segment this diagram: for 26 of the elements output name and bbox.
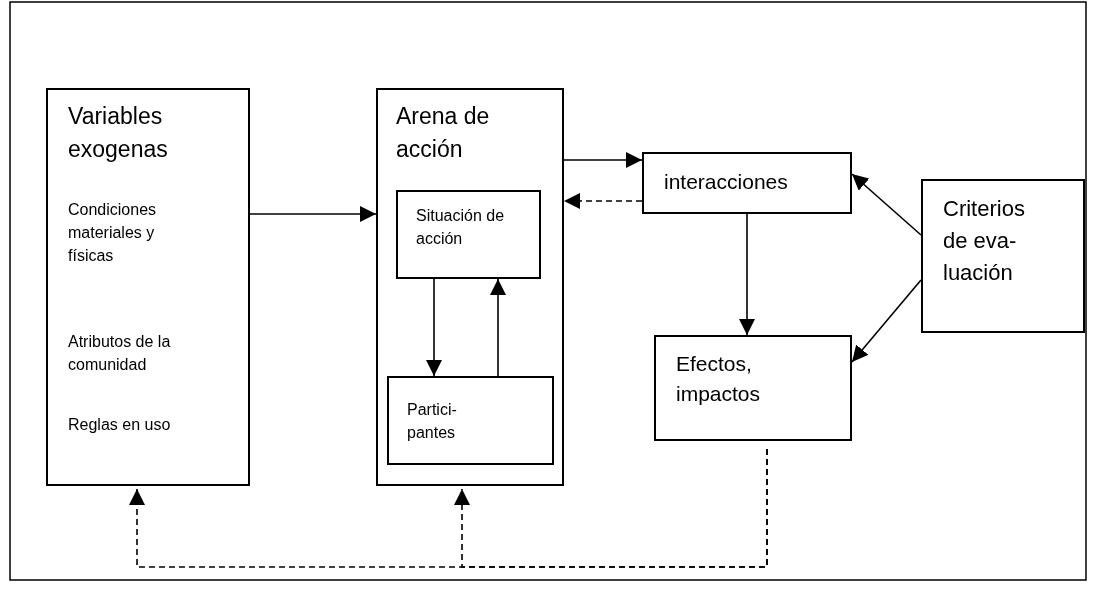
process-box <box>654 335 852 441</box>
box-label: Efectos, impactos <box>676 351 762 408</box>
box-label: Situación de acción <box>416 206 506 250</box>
arrow <box>739 213 755 336</box>
process-box <box>376 88 564 486</box>
arrow <box>490 278 506 377</box>
process-box <box>46 88 250 486</box>
box-label: Partici- pantes <box>407 400 458 444</box>
process-box <box>921 179 1085 333</box>
heading-text: Variables exogenas <box>68 102 169 165</box>
box-label: Criterios de eva- luación <box>943 195 1026 287</box>
arrow <box>563 152 643 168</box>
box-label: Arena de acción <box>396 102 491 165</box>
arrow <box>249 206 377 222</box>
dashed-arrow <box>454 448 768 568</box>
box-label: interacciones <box>664 169 789 195</box>
arrow <box>426 278 442 377</box>
arrow <box>851 173 922 236</box>
dashed-arrow <box>563 193 643 209</box>
inner-box <box>396 190 541 279</box>
process-box <box>642 152 852 214</box>
body-text: Reglas en uso <box>68 415 172 435</box>
body-text: Atributos de la comunidad <box>68 332 172 376</box>
body-text: Condiciones materiales y físicas <box>68 200 158 267</box>
arrow <box>851 279 922 363</box>
inner-box <box>387 376 554 465</box>
